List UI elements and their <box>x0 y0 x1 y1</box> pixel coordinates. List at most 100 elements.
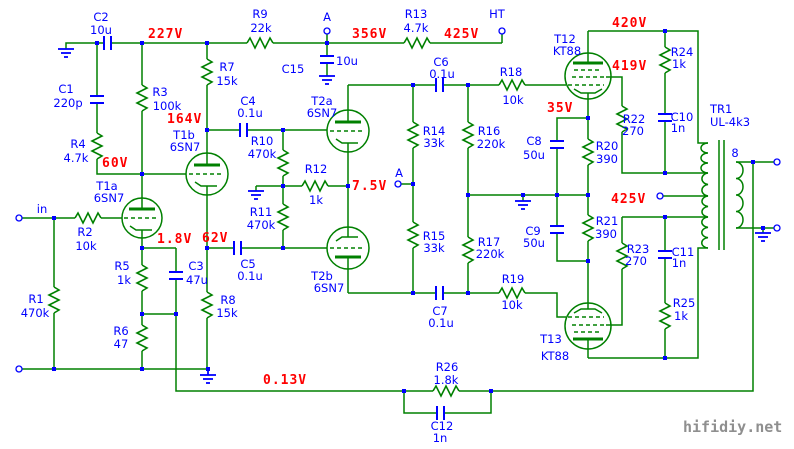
label-R23-ref: R23 <box>627 242 650 256</box>
capacitor-C9 <box>550 225 564 234</box>
label-T2a-ref: T2a <box>310 94 332 108</box>
label-R17-value: 220k <box>476 247 505 261</box>
ground-icon <box>754 232 772 242</box>
resistor-R11 <box>277 203 289 231</box>
resistor-R25 <box>659 302 671 330</box>
resistor-R1 <box>48 286 60 314</box>
wire-layer <box>22 30 774 414</box>
label-C7-ref: C7 <box>432 304 447 318</box>
centre-tap-supply-terminal <box>656 192 664 200</box>
label-R21-value: 390 <box>595 227 617 241</box>
label-R13-ref: R13 <box>405 7 428 21</box>
voltage-0.13v: 0.13V <box>263 373 307 388</box>
label-T12-ref: T12 <box>553 32 576 46</box>
label-R10-value: 470k <box>248 147 277 161</box>
label-R25-value: 1k <box>674 309 688 323</box>
label-T1b-ref: T1b <box>172 128 195 142</box>
label-R9-value: 22k <box>250 21 272 35</box>
label-R4-value: 4.7k <box>64 151 89 165</box>
input-return-terminal <box>15 365 23 373</box>
tube-T12 <box>564 52 612 100</box>
label-C2-value: 10u <box>90 23 112 37</box>
capacitor-C2 <box>103 36 112 50</box>
component-labels: R1 470k R2 10k R3 100k R4 4.7k R5 1k R6 … <box>21 7 750 445</box>
capacitor-C8 <box>550 140 564 149</box>
output-transformer-TR1 <box>700 140 744 250</box>
voltage-1.8v: 1.8V <box>157 232 192 247</box>
resistor-R9 <box>246 37 274 49</box>
voltage-419v: 419V <box>612 59 647 74</box>
label-R8-value: 15k <box>216 306 238 320</box>
resistor-R14 <box>407 121 419 149</box>
voltage-420v: 420V <box>612 16 647 31</box>
label-C10-value: 1n <box>671 121 686 135</box>
capacitor-C10 <box>658 113 672 122</box>
label-T12-type: KT88 <box>553 44 581 58</box>
label-C9-value: 50u <box>523 236 545 250</box>
label-R2-ref: R2 <box>77 225 92 239</box>
resistor-R8 <box>201 291 213 319</box>
resistor-zigzags <box>48 37 671 397</box>
capacitor-C1 <box>90 95 104 104</box>
resistor-R18 <box>498 79 526 91</box>
label-R1-ref: R1 <box>28 292 43 306</box>
resistor-R19 <box>498 287 526 299</box>
label-R3-value: 100k <box>153 99 182 113</box>
ground-icon <box>318 75 336 85</box>
label-C10-ref: C10 <box>671 110 694 124</box>
voltage-227v: 227V <box>148 27 183 42</box>
watermark: hifidiy.net <box>683 418 782 436</box>
label-R22-ref: R22 <box>623 112 646 126</box>
label-R13-value: 4.7k <box>404 21 429 35</box>
capacitor-C7 <box>435 286 444 300</box>
label-secondary-tap: 8 <box>731 146 738 160</box>
label-T2b-type: 6SN7 <box>314 281 345 295</box>
label-C1-value: 220p <box>53 96 82 110</box>
label-R1-value: 470k <box>21 306 50 320</box>
label-R7-value: 15k <box>216 74 238 88</box>
junction-dots <box>52 29 765 393</box>
label-R6-value: 47 <box>114 337 129 351</box>
node-a-mid-terminal <box>394 180 402 188</box>
label-R7-ref: R7 <box>219 60 234 74</box>
label-R16-ref: R16 <box>478 124 501 138</box>
label-R20-value: 390 <box>596 152 618 166</box>
ground-icon <box>199 374 217 384</box>
speaker-plus-terminal <box>773 158 781 166</box>
label-R4-ref: R4 <box>70 137 85 151</box>
label-R22-value: 270 <box>622 124 644 138</box>
label-R20-ref: R20 <box>596 139 619 153</box>
capacitor-symbols <box>90 36 672 420</box>
voltage-35v: 35V <box>547 101 573 116</box>
resistor-R15 <box>407 221 419 249</box>
ground-icon <box>57 48 75 58</box>
label-T2a-type: 6SN7 <box>307 106 338 120</box>
label-R26-value: 1.8k <box>434 373 459 387</box>
label-T2b-ref: T2b <box>310 269 333 283</box>
label-R24-value: 1k <box>672 57 686 71</box>
label-node-a-mid: A <box>395 166 403 180</box>
label-T1a-type: 6SN7 <box>94 191 125 205</box>
ground-icon <box>247 190 265 200</box>
input-terminal <box>15 214 23 222</box>
speaker-minus-terminal <box>773 224 781 232</box>
label-R6-ref: R6 <box>113 324 128 338</box>
resistor-R21 <box>582 214 594 242</box>
label-C4-ref: C4 <box>240 94 255 108</box>
label-T1b-type: 6SN7 <box>170 140 201 154</box>
label-R18-ref: R18 <box>500 65 523 79</box>
label-R14-value: 33k <box>423 136 445 150</box>
label-node-a-top: A <box>323 10 331 24</box>
label-R3-ref: R3 <box>152 85 167 99</box>
tube-T1b <box>185 152 229 196</box>
resistor-R13 <box>403 37 431 49</box>
resistor-R3 <box>136 84 148 112</box>
capacitor-C4 <box>239 123 248 137</box>
label-R19-value: 10k <box>501 298 523 312</box>
label-R8-ref: R8 <box>220 293 235 307</box>
label-C12-ref: C12 <box>431 419 454 433</box>
tube-T1a <box>121 197 163 239</box>
resistor-R17 <box>462 236 474 264</box>
ground-icon <box>514 200 532 210</box>
